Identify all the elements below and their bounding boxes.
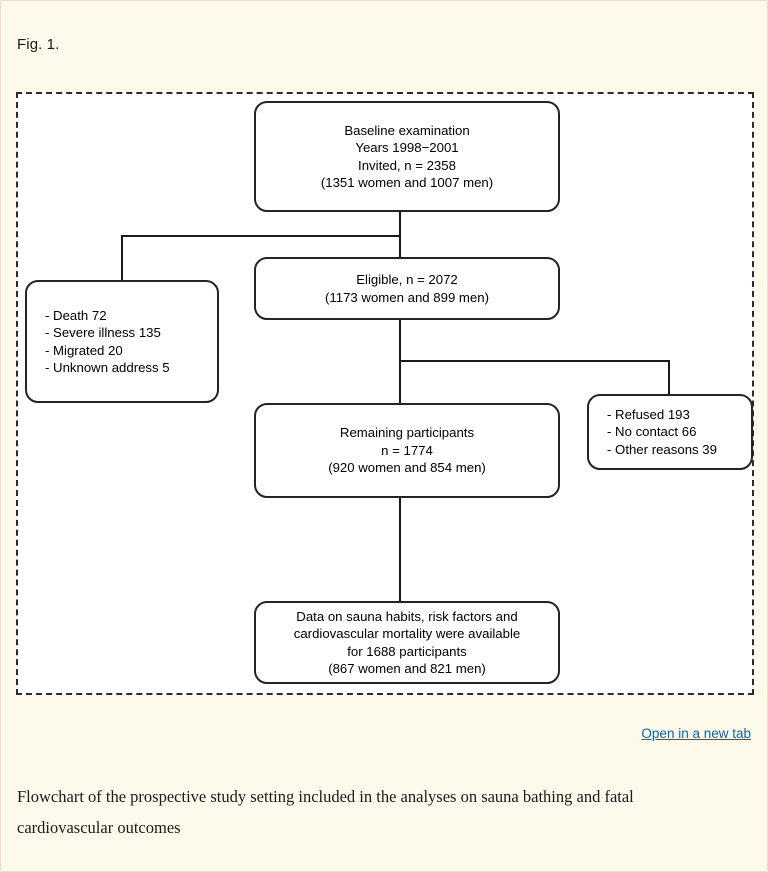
node-remaining-line-3: (920 women and 854 men) (328, 460, 486, 476)
exclusion-right-line-1: - Refused 193 (607, 406, 690, 422)
node-final-line-4: (867 women and 821 men) (328, 661, 486, 676)
exclusion-left-line-3: - Migrated 20 (45, 342, 123, 358)
node-baseline-line-1: Baseline examination (344, 122, 470, 138)
connector-lines (121, 212, 670, 601)
node-remaining-line-2: n = 1774 (381, 442, 433, 458)
figure-number-label: Fig. 1. (17, 36, 60, 53)
exclusion-left-line-2: - Severe illness 135 (45, 325, 161, 340)
exclusion-right-line-3: - Other reasons 39 (607, 441, 717, 457)
exclusion-right-line-2: - No contact 66 (607, 424, 697, 440)
node-remaining-participants: Remaining participants n = 1774 (920 wom… (254, 403, 560, 498)
exclusion-left-line-4: - Unknown address 5 (45, 360, 170, 375)
node-exclusions-left: - Death 72 - Severe illness 135 - Migrat… (25, 280, 219, 403)
node-baseline-examination: Baseline examination Years 1998−2001 Inv… (254, 101, 560, 212)
open-in-new-tab-link[interactable]: Open in a new tab (641, 726, 751, 741)
figure-caption: Flowchart of the prospective study setti… (17, 787, 634, 837)
node-final-analysis-sample: Data on sauna habits, risk factors and c… (254, 601, 560, 684)
node-final-line-2: cardiovascular mortality were available (293, 626, 521, 641)
edge-eligible-to-exclusion-right (400, 360, 670, 394)
edge-baseline-to-exclusion-left (121, 235, 400, 280)
node-eligible: Eligible, n = 2072 (1173 women and 899 m… (254, 257, 560, 320)
connector-layer (18, 94, 752, 693)
node-eligible-line-2: (1173 women and 899 men) (325, 289, 489, 305)
node-baseline-line-4: (1351 women and 1007 men) (320, 175, 494, 190)
node-baseline-line-2: Years 1998−2001 (355, 140, 459, 155)
node-final-line-1: Data on sauna habits, risk factors and (296, 608, 518, 624)
exclusion-left-line-1: - Death 72 (45, 307, 107, 323)
node-remaining-line-1: Remaining participants (339, 425, 475, 441)
node-final-line-3: for 1688 participants (347, 643, 467, 659)
node-eligible-line-1: Eligible, n = 2072 (356, 272, 458, 287)
node-exclusions-right: - Refused 193 - No contact 66 - Other re… (587, 394, 753, 470)
figure-frame: Baseline examination Years 1998−2001 Inv… (16, 92, 754, 695)
node-baseline-line-3: Invited, n = 2358 (358, 157, 456, 173)
